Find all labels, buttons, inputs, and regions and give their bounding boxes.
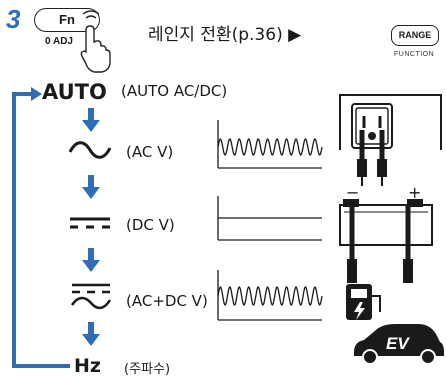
- battery-minus-sign: −: [346, 183, 359, 202]
- battery-plus-sign: +: [408, 183, 421, 202]
- dc-waveform: [217, 196, 322, 241]
- ac-dc-icon: [70, 283, 112, 310]
- cycle-loop-arrow: [12, 92, 70, 368]
- car-battery-icon: [339, 199, 433, 283]
- auto-mode-title: AUTO: [42, 80, 107, 104]
- range-switch-instruction: 레인지 전환(p.36) ▶: [148, 25, 302, 45]
- range-key-button[interactable]: RANGE: [391, 25, 439, 46]
- range-key-sublabel: FUNCTION: [394, 51, 435, 58]
- dc-line-icon: [70, 217, 110, 229]
- down-arrow-icon: [82, 248, 100, 272]
- ev-car-icon: [354, 324, 444, 365]
- acdc-mode-desc: (AC+DC V): [126, 292, 208, 310]
- ev-charger-icon: [346, 284, 381, 320]
- ac-sine-icon: [68, 141, 112, 159]
- down-arrow-icon: [82, 175, 100, 199]
- fn-key-sublabel: 0 ADJ: [45, 36, 73, 47]
- down-arrow-icon: [82, 322, 100, 346]
- auto-mode-desc: (AUTO AC/DC): [121, 82, 228, 100]
- ac-waveform: [217, 120, 323, 169]
- loop-arrowhead: [31, 87, 42, 101]
- ev-car-label: EV: [386, 334, 410, 353]
- hz-mode-desc: (주파수): [124, 362, 171, 377]
- hz-mode-title: Hz: [74, 355, 101, 377]
- wall-outlet-probes-icon: [339, 94, 442, 186]
- dc-mode-desc: (DC V): [126, 216, 175, 234]
- ac-mode-desc: (AC V): [126, 143, 174, 161]
- acdc-waveform: [217, 270, 323, 321]
- step-number: 3: [6, 4, 21, 34]
- down-arrow-icon: [82, 108, 100, 132]
